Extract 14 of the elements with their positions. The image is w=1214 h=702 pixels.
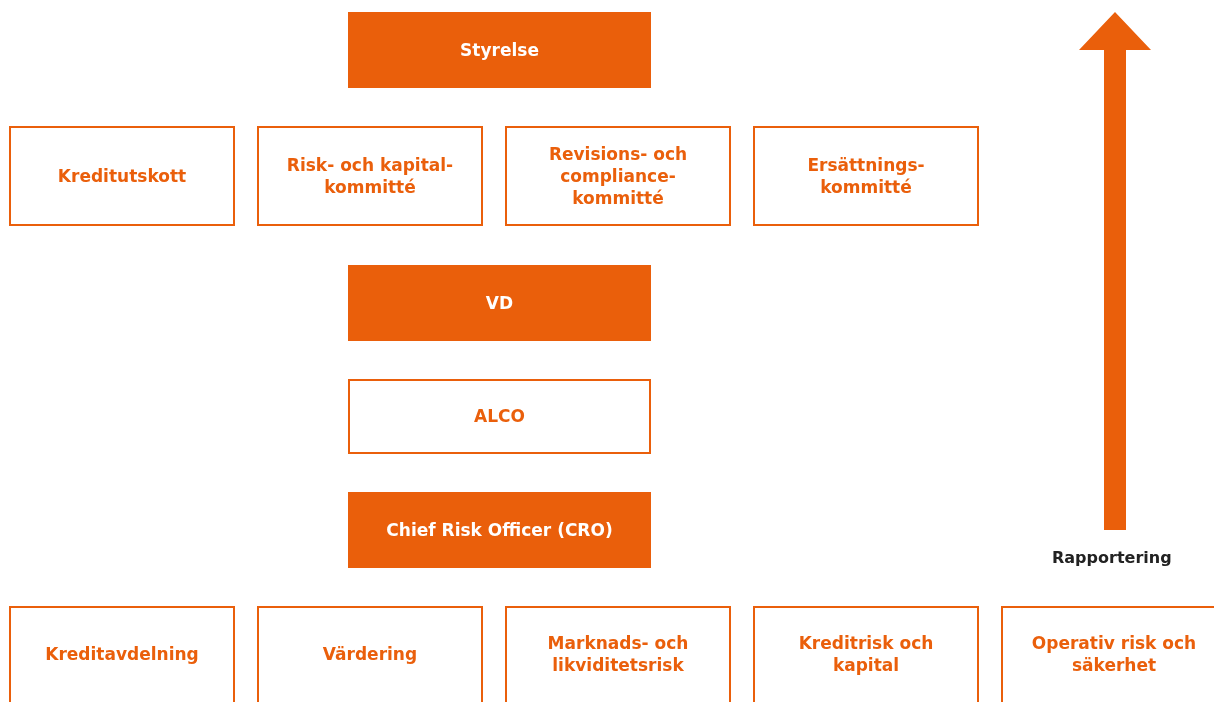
committee-box: Marknads- och likviditetsrisk	[505, 606, 731, 702]
role-box: Chief Risk Officer (CRO)	[348, 492, 651, 568]
arrow-caption: Rapportering	[1052, 548, 1172, 567]
committee-box: Risk- och kapital- kommitté	[257, 126, 483, 226]
committee-box: ALCO	[348, 379, 651, 454]
committee-box: Operativ risk och säkerhet	[1001, 606, 1214, 702]
committee-box: Värdering	[257, 606, 483, 702]
role-box: Styrelse	[348, 12, 651, 88]
committee-box: Kreditutskott	[9, 126, 235, 226]
role-box: VD	[348, 265, 651, 341]
committee-box: Revisions- och compliance- kommitté	[505, 126, 731, 226]
committee-box: Kreditrisk och kapital	[753, 606, 979, 702]
committee-box: Kreditavdelning	[9, 606, 235, 702]
committee-box: Ersättnings- kommitté	[753, 126, 979, 226]
